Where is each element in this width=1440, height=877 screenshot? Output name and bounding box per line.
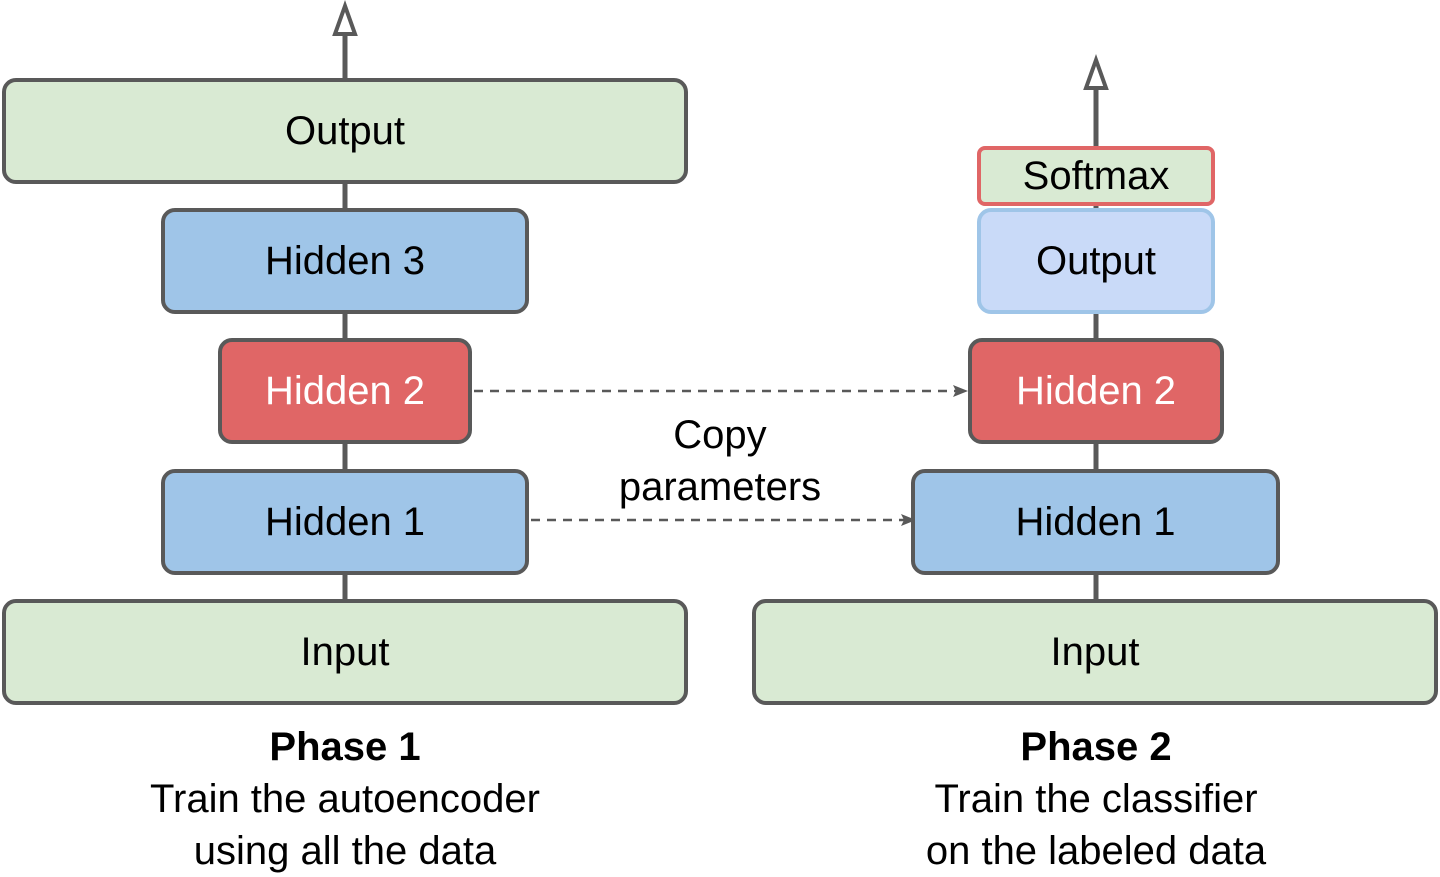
phase2-hidden1-layer: Hidden 1 <box>911 469 1280 575</box>
phase2-hidden2-label: Hidden 2 <box>1015 369 1177 413</box>
copy-arrow-hidden1-head-icon <box>901 514 916 526</box>
phase2-title: Phase 2 <box>1020 725 1172 769</box>
phase1-input-label: Input <box>300 630 390 674</box>
phase2-softmax-layer: Softmax <box>977 146 1215 206</box>
copy-label-line2: parameters <box>618 465 822 509</box>
phase2-input-layer: Input <box>752 599 1438 705</box>
phase2-hidden1-label: Hidden 1 <box>1015 500 1176 544</box>
copy-arrow-hidden2-head-icon <box>953 385 968 397</box>
phase1-hidden3-layer: Hidden 3 <box>161 208 529 314</box>
phase2-output-layer: Output <box>977 208 1215 314</box>
phase1-desc-line1: Train the autoencoder <box>150 777 540 821</box>
phase2-hidden2-layer: Hidden 2 <box>968 338 1224 444</box>
phase1-hidden2-layer: Hidden 2 <box>218 338 472 444</box>
phase2-input-label: Input <box>1050 630 1140 674</box>
phase1-title: Phase 1 <box>269 725 421 769</box>
phase1-output-label: Output <box>284 109 406 153</box>
phase1-up-arrow-icon <box>332 0 358 36</box>
phase2-softmax-label: Softmax <box>1022 154 1170 198</box>
phase1-desc-line2: using all the data <box>193 829 497 873</box>
phase2-caption: Phase 2 Train the classifier on the labe… <box>796 721 1396 877</box>
phase2-desc-line2: on the labeled data <box>925 829 1267 873</box>
phase1-input-layer: Input <box>2 599 688 705</box>
copy-label-line1: Copy <box>673 413 767 457</box>
phase1-hidden1-layer: Hidden 1 <box>161 469 529 575</box>
copy-parameters-label: Copy parameters <box>560 409 880 513</box>
phase1-output-layer: Output <box>2 78 688 184</box>
phase2-up-arrow-icon <box>1083 54 1109 90</box>
phase1-hidden1-label: Hidden 1 <box>264 500 426 544</box>
phase1-hidden2-label: Hidden 2 <box>264 369 426 413</box>
phase1-hidden3-label: Hidden 3 <box>264 239 426 283</box>
phase2-output-label: Output <box>1035 239 1157 283</box>
phase1-caption: Phase 1 Train the autoencoder using all … <box>45 721 645 877</box>
phase2-desc-line1: Train the classifier <box>934 777 1258 821</box>
